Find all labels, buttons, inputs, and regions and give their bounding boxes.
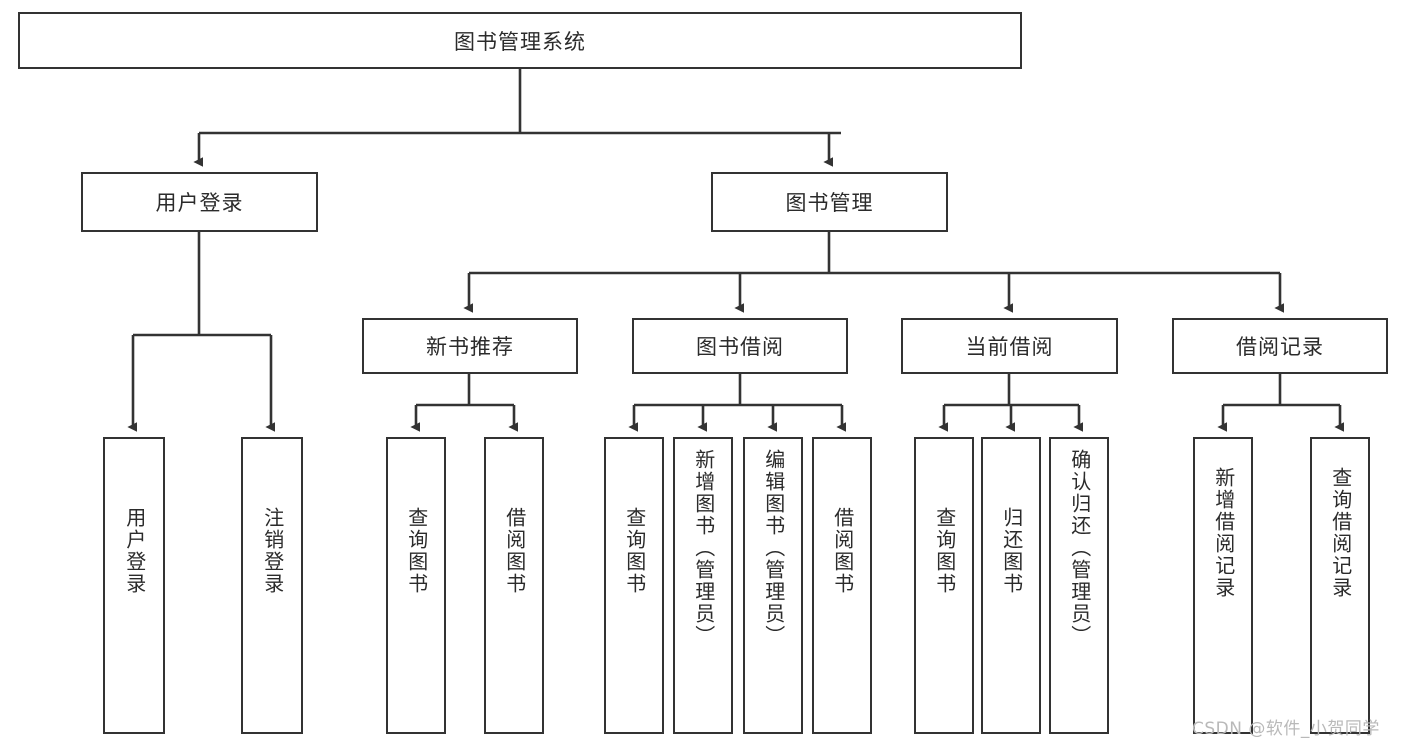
node-leaf-cur-return-book-label: 归还图书 [999,507,1024,595]
node-leaf-borrow-query-book-label: 查询图书 [622,507,647,595]
node-leaf-rec-query-record-label: 查询借阅记录 [1328,467,1353,599]
node-leaf-user-login[interactable]: 用户登录 [103,437,165,734]
node-leaf-rec-borrow-book-label: 借阅图书 [502,507,527,595]
node-leaf-cur-confirm-return-label: 确认归还（管理员） [1067,449,1092,647]
node-leaf-rec-borrow-book[interactable]: 借阅图书 [484,437,544,734]
node-leaf-rec-query-book-label: 查询图书 [404,507,429,595]
node-borrow-record[interactable]: 借阅记录 [1172,318,1388,374]
node-leaf-borrow-add-book[interactable]: 新增图书（管理员） [673,437,733,734]
node-leaf-user-login-label: 用户登录 [122,507,147,595]
node-leaf-rec-add-record[interactable]: 新增借阅记录 [1193,437,1253,734]
node-leaf-cur-return-book[interactable]: 归还图书 [981,437,1041,734]
node-leaf-rec-add-record-label: 新增借阅记录 [1211,467,1236,599]
node-current-borrow-label: 当前借阅 [965,335,1054,359]
node-leaf-cur-confirm-return[interactable]: 确认归还（管理员） [1049,437,1109,734]
node-root[interactable]: 图书管理系统 [18,12,1022,69]
node-user-login[interactable]: 用户登录 [81,172,318,232]
csdn-watermark: CSDN @软件_小贺同学 [1192,719,1380,739]
node-new-book-rec-label: 新书推荐 [426,335,514,359]
node-book-borrow-label: 图书借阅 [696,335,784,359]
node-leaf-borrow-query-book[interactable]: 查询图书 [604,437,664,734]
node-leaf-rec-query-record[interactable]: 查询借阅记录 [1310,437,1370,734]
node-leaf-rec-query-book[interactable]: 查询图书 [386,437,446,734]
node-leaf-borrow-add-book-label: 新增图书（管理员） [691,449,716,647]
node-new-book-rec[interactable]: 新书推荐 [362,318,578,374]
node-user-login-label: 用户登录 [155,191,244,215]
node-book-borrow[interactable]: 图书借阅 [632,318,848,374]
node-leaf-borrow-edit-book-label: 编辑图书（管理员） [761,449,786,647]
node-current-borrow[interactable]: 当前借阅 [901,318,1118,374]
node-book-manage[interactable]: 图书管理 [711,172,948,232]
node-leaf-cur-query-book-label: 查询图书 [932,507,957,595]
node-book-manage-label: 图书管理 [785,191,874,215]
node-leaf-borrow-borrow-book-label: 借阅图书 [830,507,855,595]
node-leaf-user-logout-label: 注销登录 [260,507,285,595]
node-root-label: 图书管理系统 [454,29,586,54]
node-leaf-borrow-edit-book[interactable]: 编辑图书（管理员） [743,437,803,734]
node-leaf-cur-query-book[interactable]: 查询图书 [914,437,974,734]
node-leaf-user-logout[interactable]: 注销登录 [241,437,303,734]
node-borrow-record-label: 借阅记录 [1236,335,1324,359]
node-leaf-borrow-borrow-book[interactable]: 借阅图书 [812,437,872,734]
